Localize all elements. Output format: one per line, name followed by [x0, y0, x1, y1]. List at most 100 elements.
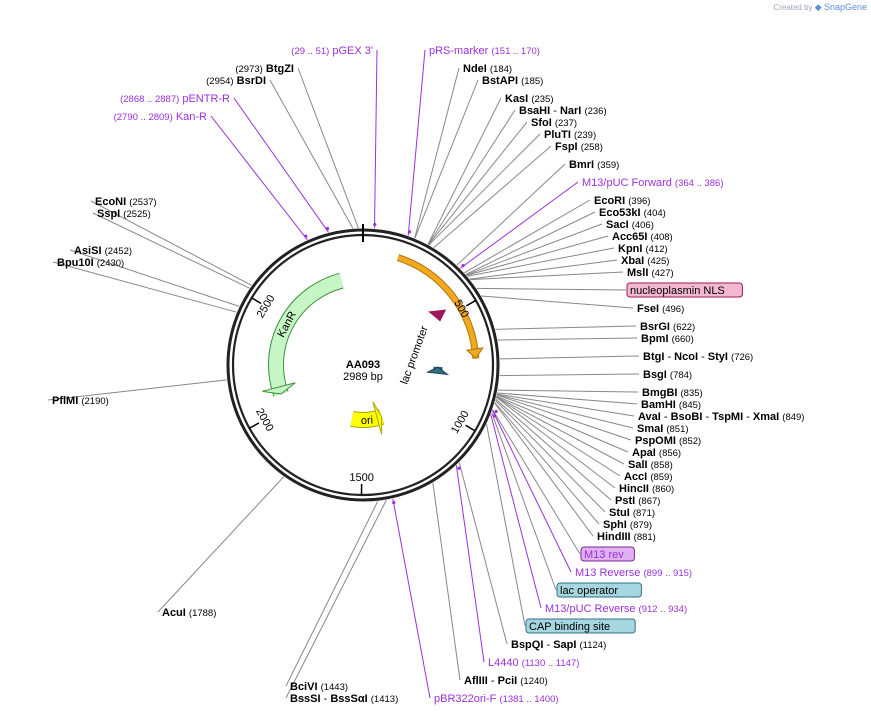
- tick-label: 2500: [255, 293, 278, 320]
- site-label-stui[interactable]: StuI (871): [609, 507, 655, 519]
- lac-promoter-feature[interactable]: lac promoter: [399, 324, 450, 386]
- site-label-hindiii[interactable]: HindIII (881): [597, 531, 656, 543]
- leader-line: [496, 394, 634, 429]
- primer-mark-icon: [494, 409, 498, 414]
- site-label-m13rev_box[interactable]: M13 rev: [580, 546, 635, 562]
- site-label-bsssi[interactable]: BssSI - BssSαI (1413): [290, 693, 398, 705]
- leader-line: [469, 259, 618, 280]
- site-label-plut[interactable]: PluTI (239): [544, 129, 596, 141]
- site-label-acc65[interactable]: Acc65I (408): [612, 231, 673, 243]
- site-label-sphi[interactable]: SphI (879): [603, 519, 652, 531]
- site-label-text: Bpu10I (2430): [57, 257, 124, 269]
- site-label-text: PluTI (239): [544, 129, 596, 141]
- site-label-bsahi[interactable]: BsaHI - NarI (236): [519, 105, 607, 117]
- primer-mark-icon: [492, 414, 497, 418]
- site-label-smai[interactable]: SmaI (851): [637, 423, 689, 435]
- site-label-text: SmaI (851): [637, 423, 689, 435]
- label-pos: (235): [531, 94, 553, 105]
- site-label-avai[interactable]: AvaI - BsoBI - TspMI - XmaI (849): [638, 411, 804, 423]
- label-name: BspQI: [511, 639, 543, 651]
- site-label-text: SalI (858): [628, 459, 673, 471]
- site-label-acui[interactable]: AcuI (1788): [162, 607, 216, 619]
- site-label-bpmi[interactable]: BpmI (660): [641, 333, 694, 345]
- site-label-sfoi[interactable]: SfoI (237): [531, 117, 577, 129]
- site-label-m13reverse[interactable]: M13 Reverse (899 .. 915): [575, 567, 692, 579]
- site-label-l4440[interactable]: L4440 (1130 .. 1147): [488, 657, 579, 669]
- site-label-bstzi[interactable]: (2973) BtgZI: [235, 63, 294, 75]
- site-label-asisi[interactable]: AsiSI (2452): [74, 245, 132, 257]
- site-label-text: (2954) BsrDI: [206, 75, 266, 87]
- site-label-pentr[interactable]: (2868 .. 2887) pENTR-R: [120, 93, 230, 105]
- site-label-text: AcuI (1788): [162, 607, 216, 619]
- site-label-bmri[interactable]: BmrI (359): [569, 159, 619, 171]
- site-label-msli[interactable]: MslI (427): [627, 267, 674, 279]
- site-label-ndei[interactable]: NdeI (184): [463, 63, 512, 75]
- site-label-pbr322[interactable]: pBR322ori-F (1381 .. 1400): [434, 693, 559, 705]
- site-label-text: M13/pUC Reverse (912 .. 934): [545, 603, 687, 615]
- site-label-afliii[interactable]: AflIII - PciI (1240): [464, 675, 548, 687]
- leader-line: [427, 97, 502, 245]
- site-label-m13pucrev[interactable]: M13/pUC Reverse (912 .. 934): [545, 603, 687, 615]
- leader-lines: [47, 49, 640, 699]
- site-label-sspi[interactable]: SspI (2525): [97, 208, 151, 220]
- site-label-fsei[interactable]: FseI (496): [637, 303, 684, 315]
- label-name: BsgI: [643, 369, 667, 381]
- site-label-bmgbi[interactable]: BmgBI (835): [642, 387, 703, 399]
- site-label-ecori[interactable]: EcoRI (396): [594, 195, 650, 207]
- site-label-cap[interactable]: CAP binding site: [525, 618, 636, 634]
- site-label-pspomi[interactable]: PspOMI (852): [635, 435, 701, 447]
- label-pos: (726): [731, 352, 753, 363]
- site-label-text: NdeI (184): [463, 63, 512, 75]
- leader-line: [470, 271, 624, 281]
- site-label-bstapi[interactable]: BstAPI (185): [482, 75, 543, 87]
- label-pos: (1443): [321, 682, 348, 693]
- leader-line: [90, 200, 252, 286]
- site-label-bamhi[interactable]: BamHI (845): [641, 399, 701, 411]
- leader-line: [464, 199, 591, 274]
- site-label-sali[interactable]: SalI (858): [628, 459, 673, 471]
- site-label-bcivi[interactable]: BciVI (1443): [290, 681, 348, 693]
- site-label-apai[interactable]: ApaI (856): [632, 447, 681, 459]
- label-name: BsaHI: [519, 105, 550, 117]
- leader-line: [458, 462, 508, 645]
- site-label-text: (2868 .. 2887) pENTR-R: [120, 93, 230, 105]
- site-label-text: PflMI (2190): [52, 395, 109, 407]
- site-label-m13fwd[interactable]: M13/pUC Forward (364 .. 386): [582, 177, 724, 189]
- site-label-fspi[interactable]: FspI (258): [555, 141, 603, 153]
- site-label-lacop[interactable]: lac operator: [556, 582, 642, 598]
- site-label-hincii[interactable]: HincII (860): [619, 483, 674, 495]
- site-label-psti[interactable]: PstI (867): [615, 495, 660, 507]
- site-label-bpu10i[interactable]: Bpu10I (2430): [57, 257, 124, 269]
- label-pos: (867): [638, 496, 660, 507]
- leader-line: [414, 67, 460, 239]
- feature-box: [525, 618, 636, 634]
- site-label-bsgi[interactable]: BsgI (784): [643, 369, 692, 381]
- site-label-text: SphI (879): [603, 519, 652, 531]
- label-pos: (845): [679, 400, 701, 411]
- site-label-nls[interactable]: nucleoplasmin NLS: [626, 282, 743, 298]
- site-label-eco53[interactable]: Eco53kI (404): [599, 207, 666, 219]
- site-label-kpni[interactable]: KpnI (412): [618, 243, 668, 255]
- label-pos: (236): [584, 106, 606, 117]
- site-label-acci[interactable]: AccI (859): [624, 471, 673, 483]
- site-label-econi[interactable]: EcoNI (2537): [95, 196, 157, 208]
- site-label-bsrdi[interactable]: (2954) BsrDI: [206, 75, 266, 87]
- site-label-bspqi[interactable]: BspQI - SapI (1124): [511, 639, 606, 651]
- site-label-kasi[interactable]: KasI (235): [505, 93, 554, 105]
- site-label-xbai[interactable]: XbaI (425): [621, 255, 669, 267]
- site-label-kanr[interactable]: (2790 .. 2809) Kan-R: [114, 111, 207, 123]
- site-label-bsrgi[interactable]: BsrGI (622): [640, 321, 695, 333]
- label-pos: (851): [666, 424, 688, 435]
- leader-line: [465, 211, 596, 275]
- orange-arc-feature[interactable]: [396, 254, 484, 360]
- leader-line: [427, 109, 516, 245]
- site-label-text: AflIII - PciI (1240): [464, 675, 548, 687]
- ori-feature[interactable]: ori: [350, 401, 385, 435]
- site-label-text: BtgI - NcoI - StyI (726): [643, 351, 753, 363]
- label-name: AflIII: [464, 675, 488, 687]
- site-label-prs[interactable]: pRS-marker (151 .. 170): [429, 45, 540, 57]
- site-label-pflmi[interactable]: PflMI (2190): [52, 395, 109, 407]
- site-label-pgex[interactable]: (29 .. 51) pGEX 3': [291, 45, 373, 57]
- site-label-btgi[interactable]: BtgI - NcoI - StyI (726): [643, 351, 753, 363]
- site-label-saci[interactable]: SacI (406): [606, 219, 654, 231]
